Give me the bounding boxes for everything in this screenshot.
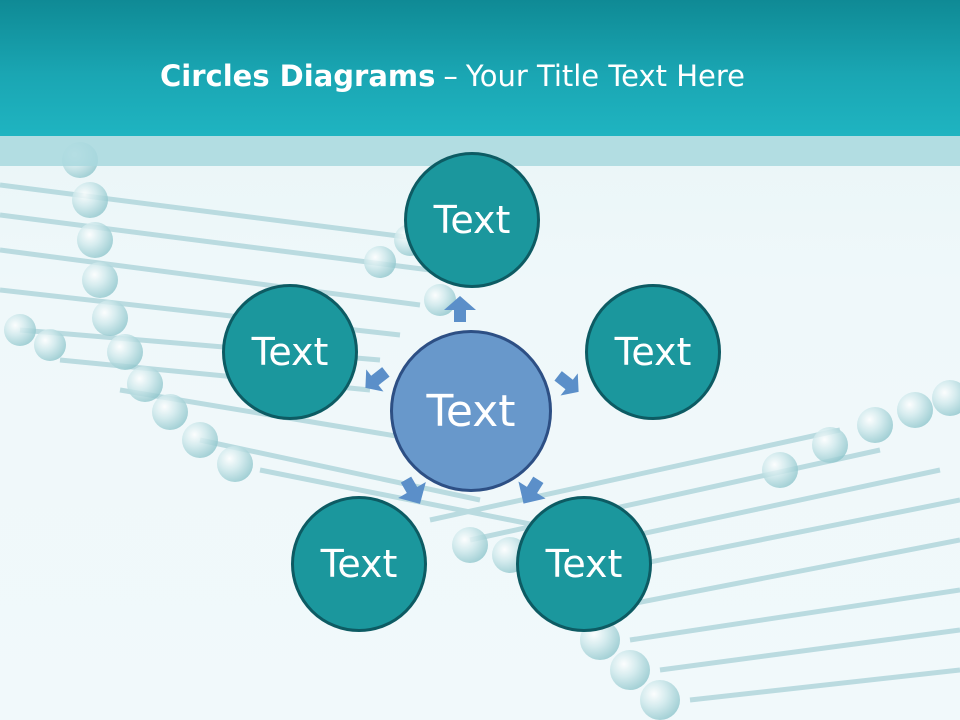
diagram-node-bottom-left[interactable]: Text (291, 496, 427, 632)
title-bold-part: Circles Diagrams (160, 59, 436, 93)
slide-title: Circles Diagrams–Your Title Text Here (160, 54, 745, 98)
arrow-down-right (518, 476, 546, 504)
diagram-node-center[interactable]: Text (390, 330, 552, 492)
diagram-node-top[interactable]: Text (404, 152, 540, 288)
arrow-down-left (398, 476, 426, 504)
title-subtitle-part: Your Title Text Here (465, 59, 746, 93)
diagram-node-bottom-right[interactable]: Text (516, 496, 652, 632)
arrow-up (444, 296, 476, 322)
arrow-left (365, 367, 390, 392)
arrow-right (554, 371, 579, 396)
diagram-node-left[interactable]: Text (222, 284, 358, 420)
title-bar (0, 0, 960, 136)
diagram-node-right[interactable]: Text (585, 284, 721, 420)
title-dash: – (443, 59, 458, 93)
